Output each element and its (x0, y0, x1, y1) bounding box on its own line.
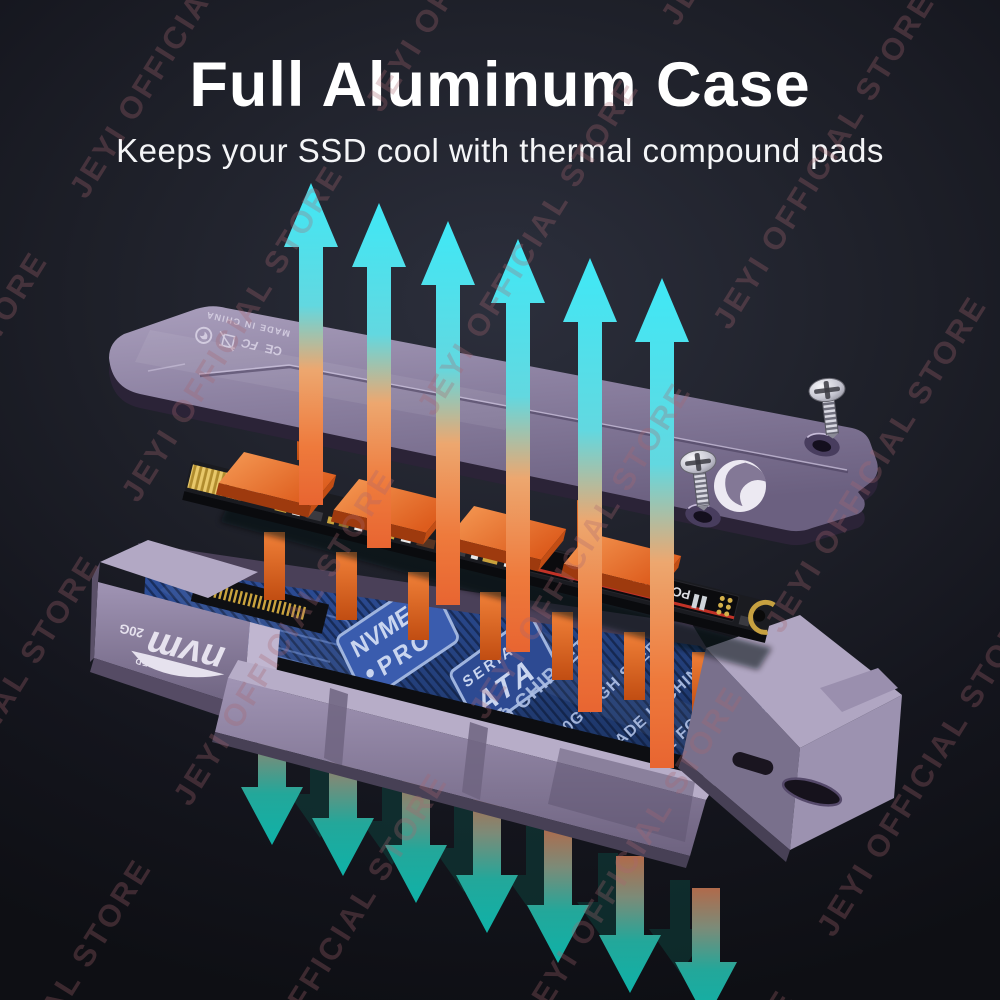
heat-down-arrow (385, 764, 447, 903)
heat-up-arrow (635, 278, 689, 768)
heat-down-arrow (675, 888, 737, 1000)
weee-bin-icon (218, 330, 236, 352)
screw (808, 377, 846, 439)
heat-down-arrow (599, 856, 661, 993)
page-subtitle: Keeps your SSD cool with thermal compoun… (116, 132, 884, 170)
fcc-mark: FC (239, 335, 259, 353)
side-slot (732, 752, 774, 775)
heat-down-arrows (241, 710, 737, 1000)
header: Full Aluminum Case Keeps your SSD cool w… (0, 0, 1000, 170)
bottom-case: NVME PRO M.2 STORAGE SERIAL ATA 9220 CHI… (90, 532, 902, 868)
nvm-espeed-logo: nvm 20G ESPEED (118, 621, 229, 681)
svg-text:20G: 20G (118, 621, 145, 641)
jeyi-logo (714, 460, 766, 512)
screw (679, 449, 717, 511)
ce-mark: CE (264, 341, 284, 359)
heat-up-arrow (491, 239, 545, 652)
case-gap (240, 650, 726, 782)
screw-hole (685, 503, 721, 528)
heat-down-arrow (527, 826, 589, 963)
jeyi-swirl-icon (195, 326, 213, 344)
heat-down-arrow (456, 791, 518, 933)
heat-up-arrows (284, 183, 689, 768)
case-left-cap: nvm 20G ESPEED (90, 540, 280, 722)
usb-c-port (781, 777, 843, 807)
heat-up-arrow (352, 203, 406, 548)
case-front-rail (212, 660, 718, 868)
ssd-notch (748, 599, 776, 635)
heat-up-arrow (421, 221, 475, 605)
heat-down-arrow (312, 737, 374, 876)
ssd-test-pads (716, 595, 733, 617)
page-title: Full Aluminum Case (189, 50, 811, 120)
heat-down-arrow (241, 710, 303, 845)
heat-up-arrow (284, 183, 338, 505)
heat-up-arrow (563, 258, 617, 712)
screw-hole (804, 432, 840, 457)
